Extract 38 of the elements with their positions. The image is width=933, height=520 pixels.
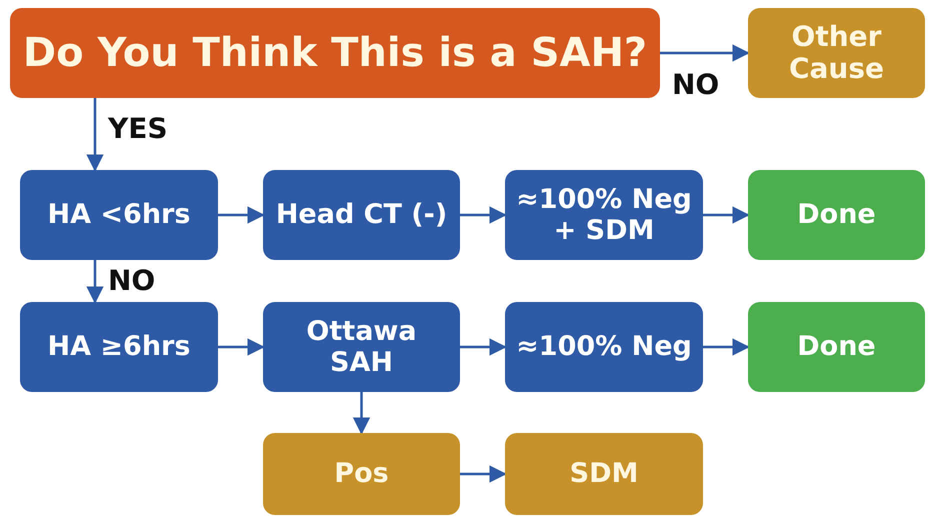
- question-box: [10, 8, 660, 98]
- arrow: [218, 338, 265, 356]
- arrow: [218, 206, 265, 224]
- process-box: [20, 302, 218, 392]
- arrow: [703, 206, 750, 224]
- arrow: [86, 260, 104, 304]
- process-box: [263, 170, 460, 260]
- outcome-box: [748, 8, 925, 98]
- edge-label: YES: [108, 112, 168, 145]
- node-label: Done: [797, 199, 876, 231]
- outcome-box: [263, 433, 460, 515]
- end-box: [748, 170, 925, 260]
- node-label: Pos: [334, 458, 389, 490]
- outcome-box: [505, 433, 703, 515]
- node-label: SDM: [570, 458, 638, 490]
- node-label: ≈100% Neg: [516, 331, 692, 363]
- node-label: HA <6hrs: [48, 199, 190, 231]
- arrow: [703, 338, 750, 356]
- process-box: [20, 170, 218, 260]
- node-label: Do You Think This is a SAH?: [22, 30, 648, 76]
- node-label: HA ≥6hrs: [48, 331, 190, 363]
- arrow: [660, 44, 750, 62]
- process-box: [505, 170, 703, 260]
- arrow: [460, 338, 507, 356]
- end-box: [748, 302, 925, 392]
- process-box: [505, 302, 703, 392]
- process-box: [263, 302, 460, 392]
- arrow: [86, 98, 104, 172]
- node-label: Ottawa SAH: [305, 316, 418, 378]
- edge-label: NO: [672, 68, 720, 101]
- node-label: Head CT (-): [276, 199, 448, 231]
- edge-label: NO: [108, 264, 156, 297]
- arrow: [460, 465, 507, 483]
- node-label: Done: [797, 331, 876, 363]
- arrow: [460, 206, 507, 224]
- arrow: [352, 392, 370, 435]
- node-label: ≈100% Neg + SDM: [515, 184, 693, 246]
- node-label: Other Cause: [788, 20, 886, 86]
